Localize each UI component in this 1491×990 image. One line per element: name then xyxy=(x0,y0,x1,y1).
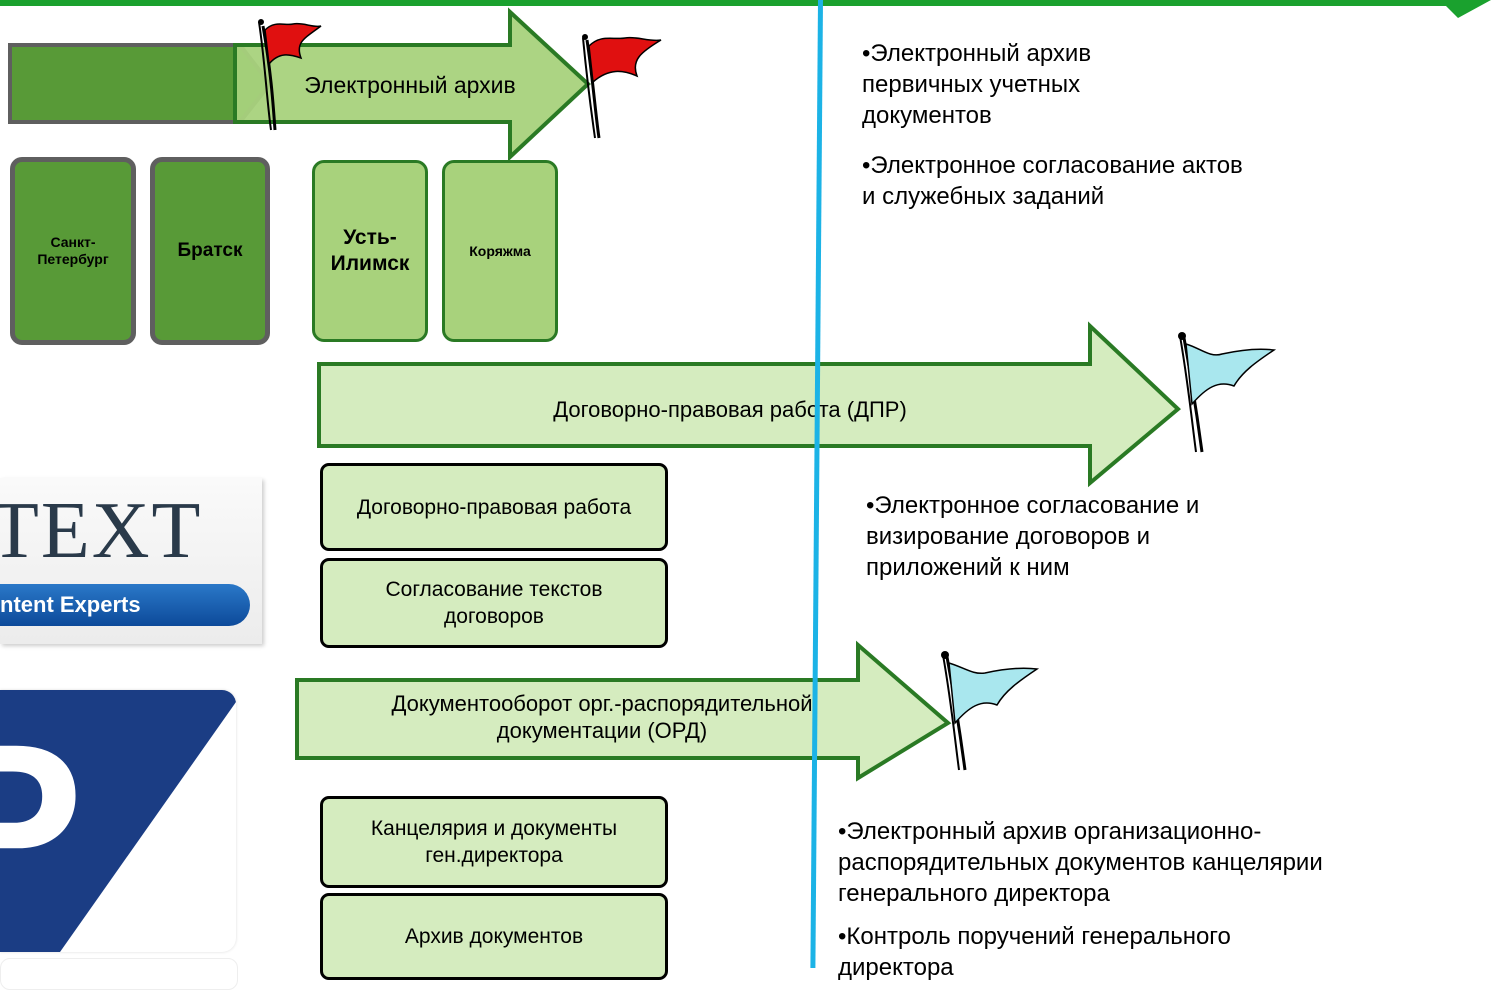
sap-logo: P xyxy=(0,690,236,952)
dpr-box-label: Согласование текстов договоров xyxy=(385,578,603,628)
sap-logo-letter: P xyxy=(0,696,84,952)
city-block: Братск xyxy=(150,157,270,345)
opentext-logo-tagline: ntent Experts xyxy=(0,592,141,617)
archive-arrow-label: Электронный архив xyxy=(304,71,516,98)
red-flag-icon xyxy=(582,34,662,139)
opentext-logo-tagline-pill: ntent Experts xyxy=(0,584,250,626)
ord-box-label: Канцелярия и документы ген.директора xyxy=(370,817,618,867)
dpr-box: Согласование текстов договоров xyxy=(320,558,668,648)
top-bar xyxy=(0,0,1491,18)
opentext-logo-word: TEXT xyxy=(0,487,203,575)
city-label: Санкт-Петербург xyxy=(37,234,109,267)
city-label: Коряжма xyxy=(469,243,531,259)
city-block: Усть-Илимск xyxy=(312,160,428,342)
dpr-bullet: •Электронное согласование и визирование … xyxy=(866,492,1200,581)
ord-bullet: •Электронный архив организационно-распор… xyxy=(838,818,1323,907)
cyan-flag-icon xyxy=(1178,332,1277,453)
ord-arrow xyxy=(295,640,952,782)
ord-bullet: •Контроль поручений генерального директо… xyxy=(838,923,1231,981)
city-block: Коряжма xyxy=(442,160,558,342)
logo-frame-edge xyxy=(0,958,238,990)
sap-logo-shape xyxy=(0,690,236,952)
city-block: Санкт-Петербург xyxy=(10,157,136,345)
city-label: Усть-Илимск xyxy=(330,226,410,275)
dpr-arrow xyxy=(317,321,1182,488)
archive-bullet: •Электронное согласование актов и служеб… xyxy=(862,152,1243,210)
red-flag-icon xyxy=(258,19,322,131)
opentext-logo: TEXT ntent Experts xyxy=(0,478,262,644)
archive-bullet: •Электронный архив первичных учетных док… xyxy=(862,40,1092,129)
dpr-box-label: Договорно-правовая работа xyxy=(356,495,632,519)
ord-box: Канцелярия и документы ген.директора xyxy=(320,796,668,888)
city-label: Братск xyxy=(177,240,243,261)
cyan-flag-icon xyxy=(941,651,1040,771)
dpr-arrow-label: Договорно-правовая работа (ДПР) xyxy=(553,396,907,422)
ord-box: Архив документов xyxy=(320,893,668,980)
archive-arrow xyxy=(8,7,591,162)
ord-box-label: Архив документов xyxy=(404,925,584,948)
ord-arrow-label: Документооборот орг.-распорядительной до… xyxy=(391,691,813,743)
dpr-box: Договорно-правовая работа xyxy=(320,463,668,551)
